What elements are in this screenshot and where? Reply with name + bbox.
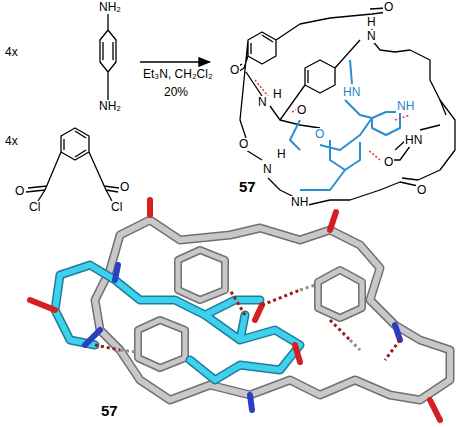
- atom-label: O: [14, 185, 25, 198]
- atom-label: N: [262, 163, 273, 176]
- atom-label: 20%: [163, 86, 189, 99]
- compound-number: 57: [100, 404, 119, 417]
- atom-label: 4x: [4, 46, 19, 59]
- atom-label: H: [366, 16, 377, 29]
- atom-label: HN: [342, 86, 361, 99]
- atom-label: O: [119, 181, 130, 194]
- atom-label: 4x: [4, 135, 19, 148]
- atom-label: NH₂: [98, 100, 122, 113]
- compound-number: 57: [238, 180, 257, 193]
- atom-label: Cl: [110, 201, 123, 214]
- atom-label: NH₂: [98, 1, 122, 14]
- atom-label: Et₃N, CH₂Cl₂: [142, 68, 214, 81]
- atom-label: H: [276, 148, 287, 161]
- atom-label: O: [314, 128, 325, 141]
- atom-label: Cl: [28, 201, 41, 214]
- atom-label: O: [383, 156, 394, 169]
- atom-label: N: [366, 30, 377, 43]
- atom-label: O: [416, 184, 427, 197]
- atom-label: HN: [404, 134, 423, 147]
- atom-label: NH: [290, 196, 309, 209]
- atom-label: N: [257, 96, 268, 109]
- atom-label: H: [272, 88, 283, 101]
- atom-label: O: [296, 104, 307, 117]
- atom-label: O: [238, 138, 249, 151]
- atom-label: O: [229, 64, 240, 77]
- atom-label: O: [383, 1, 394, 14]
- atom-label: NH: [396, 100, 415, 113]
